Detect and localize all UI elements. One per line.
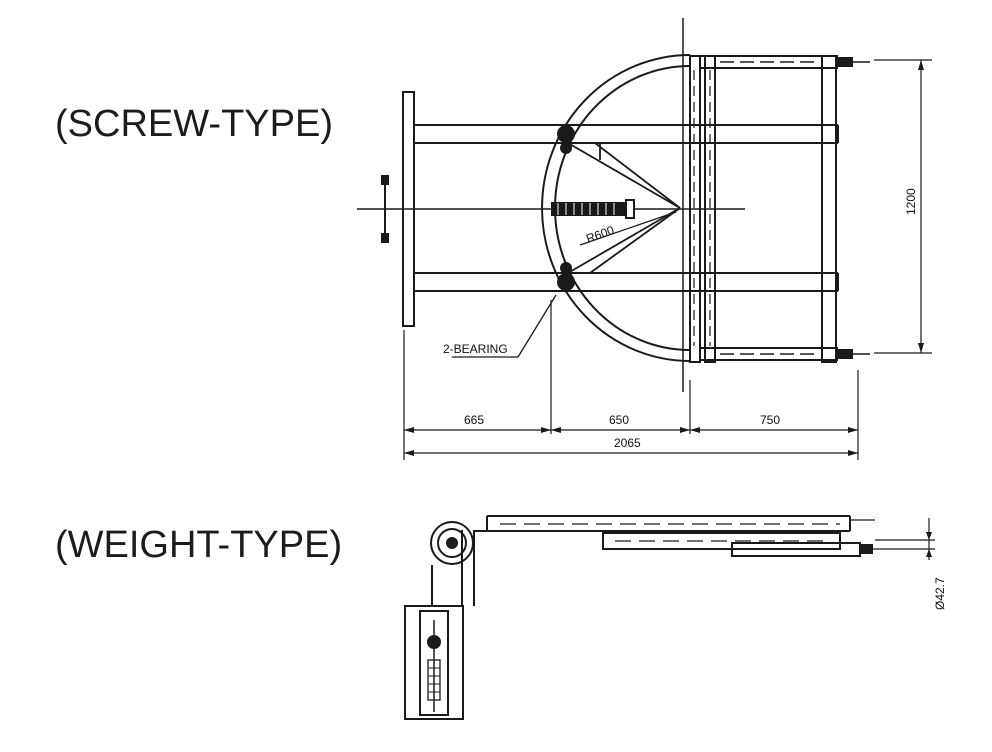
radius-leader bbox=[579, 211, 677, 246]
hidden-lines bbox=[693, 70, 711, 346]
bearing-label: 2-BEARING bbox=[443, 342, 508, 356]
dim-750: 750 bbox=[760, 413, 780, 427]
dim-665: 665 bbox=[464, 413, 484, 427]
weight-type-heading: (WEIGHT-TYPE) bbox=[55, 524, 343, 566]
dim-diameter: Ø42.7 bbox=[933, 577, 947, 610]
screw-type-heading: (SCREW-TYPE) bbox=[55, 103, 333, 145]
weight-post bbox=[431, 530, 475, 606]
bearing-leader bbox=[452, 294, 557, 358]
dimension-lines bbox=[404, 60, 922, 454]
top-rail bbox=[414, 124, 839, 144]
bearing-top bbox=[557, 125, 575, 154]
extension-lines bbox=[403, 59, 932, 460]
adjusting-screw bbox=[381, 175, 635, 243]
dim-1200: 1200 bbox=[904, 188, 918, 215]
counterweight-box bbox=[404, 605, 464, 720]
bottom-rail bbox=[414, 272, 839, 292]
screw-type-diagram bbox=[357, 18, 932, 460]
pivot-wheel bbox=[430, 521, 474, 565]
diameter-dimension bbox=[875, 518, 935, 560]
dim-650: 650 bbox=[609, 413, 629, 427]
frame-top-bar bbox=[700, 55, 870, 69]
weight-lower-arm bbox=[602, 532, 935, 557]
radius-label: R600 bbox=[584, 223, 616, 246]
weight-type-diagram bbox=[404, 515, 935, 720]
frame-bottom-bar bbox=[700, 347, 870, 361]
diagonal-braces bbox=[567, 142, 681, 274]
dim-2065: 2065 bbox=[614, 436, 641, 450]
weight-upper-arm bbox=[474, 515, 875, 532]
bearing-bottom bbox=[557, 262, 575, 291]
dimension-arrows bbox=[404, 60, 924, 456]
